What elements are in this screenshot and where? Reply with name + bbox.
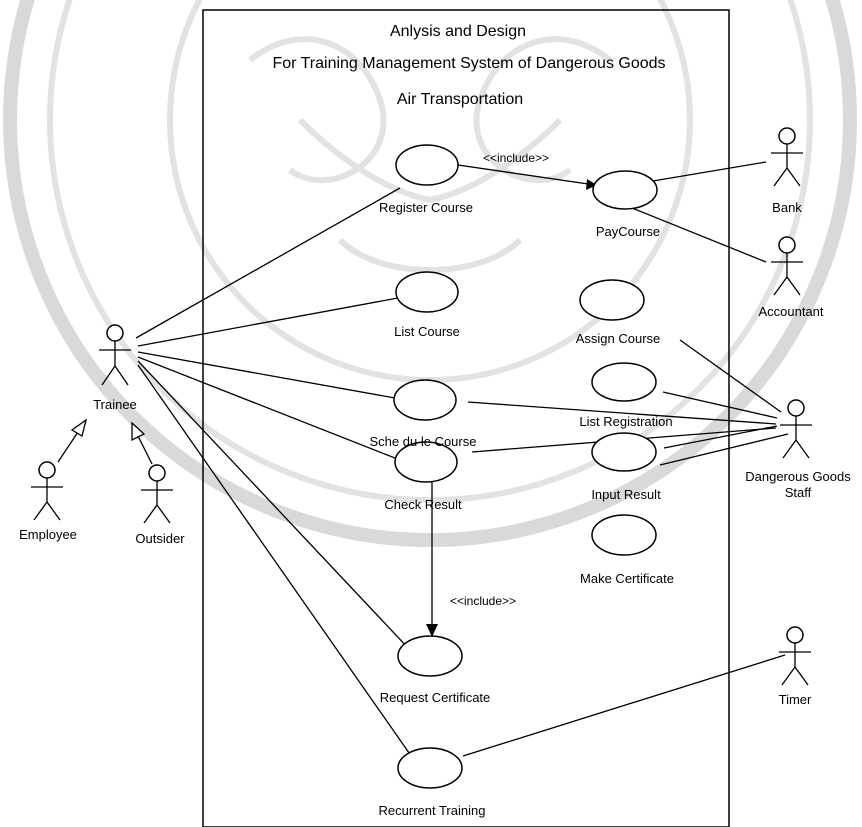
generalization-outsider-arrowhead [131,421,146,442]
label-schedule-course: Sche du le Course [370,434,477,449]
include-check-request-arrowhead [426,624,438,637]
assoc-pay-bank [640,161,767,184]
label-check-result: Check Result [384,497,462,512]
actor-accountant[interactable]: Accountant [758,236,824,319]
assoc-staff-listreg [662,391,778,419]
assoc-trainee-schedule [137,351,396,399]
use-case-assign-course[interactable] [579,279,645,321]
diagram-title-line2: For Training Management System of Danger… [272,55,665,72]
use-case-request-certificate[interactable] [397,635,463,677]
assoc-trainee-register [135,187,401,339]
actor-outsider[interactable]: Outsider [135,464,185,546]
actor-employee[interactable]: Employee [19,461,77,542]
actor-label-staff-line1: Dangerous Goods [745,469,851,484]
label-list-course: List Course [394,324,460,339]
use-case-list-course[interactable] [395,271,459,313]
use-case-register-course[interactable] [395,144,459,186]
associations [57,161,789,761]
include-label-register-pay: <<include>> [483,151,549,165]
use-case-list-registration[interactable] [591,362,657,402]
system-boundary [202,9,730,827]
assoc-staff-make [659,433,789,466]
generalization-employee-arrowhead [70,418,88,438]
actor-label-outsider: Outsider [135,531,185,546]
generalization-outsider [137,435,153,465]
assoc-pay-accountant [631,207,767,263]
generalization-employee [57,431,79,463]
actor-bank[interactable]: Bank [771,127,803,215]
assoc-trainee-list-course [137,297,399,347]
university-seal-watermark [3,0,857,547]
use-case-labels: Register Course PayCourse List Course As… [370,200,674,818]
actor-dangerous-goods-staff[interactable]: Dangerous Goods Staff [745,399,851,500]
assoc-staff-schedule [467,401,777,425]
actor-label-bank: Bank [772,200,802,215]
use-case-schedule-course[interactable] [393,379,457,421]
assoc-trainee-request [137,360,411,651]
actor-label-employee: Employee [19,527,77,542]
include-register-pay [457,164,596,186]
assoc-trainee-check [137,356,401,461]
actor-trainee[interactable]: Trainee [93,324,137,412]
diagram-title-line3: Air Transportation [397,91,523,108]
use-case-check-result[interactable] [394,441,458,483]
actor-label-staff-line2: Staff [785,485,812,500]
label-list-registration: List Registration [579,414,672,429]
assoc-staff-assign [679,339,782,413]
include-label-check-request: <<include>> [450,594,516,608]
label-request-certificate: Request Certificate [380,690,491,705]
use-case-make-certificate[interactable] [591,514,657,556]
label-make-certificate: Make Certificate [580,571,674,586]
label-pay-course: PayCourse [596,224,660,239]
diagram-title-line1: Anlysis and Design [390,23,526,40]
use-case-input-result[interactable] [591,432,657,472]
use-cases [393,144,658,789]
actor-label-timer: Timer [779,692,812,707]
label-register-course: Register Course [379,200,473,215]
label-assign-course: Assign Course [576,331,661,346]
include-register-pay-arrowhead [586,179,597,190]
use-case-recurrent-training[interactable] [397,747,463,789]
actor-timer[interactable]: Timer [779,626,812,707]
label-input-result: Input Result [591,487,661,502]
use-case-pay-course[interactable] [592,170,658,210]
assoc-trainee-recurrent [137,364,415,761]
label-recurrent-training: Recurrent Training [379,803,486,818]
assoc-timer-recurrent [462,654,786,757]
actor-label-accountant: Accountant [758,304,823,319]
actor-label-trainee: Trainee [93,397,137,412]
